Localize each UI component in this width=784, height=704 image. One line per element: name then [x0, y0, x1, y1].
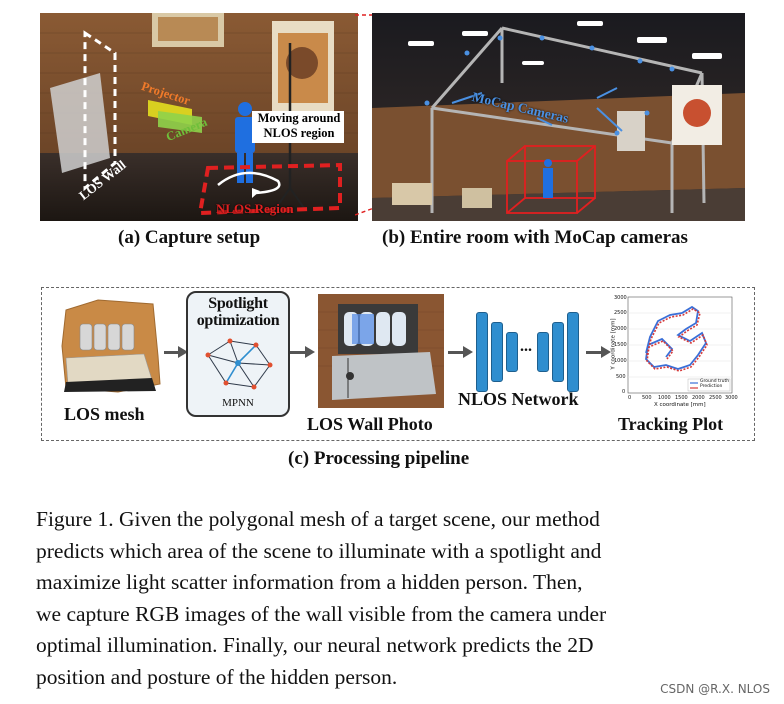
panel-b-caption: (b) Entire room with MoCap cameras: [382, 227, 688, 248]
caption-line: optimal illumination. Finally, our neura…: [36, 633, 594, 658]
nlos-network-diagram: ...: [476, 312, 580, 392]
network-layer: [506, 332, 518, 372]
mpnn-label: MPNN: [222, 397, 254, 409]
x-tick: 500: [642, 395, 652, 401]
arrow-spotlight-to-photo: [290, 346, 315, 358]
los-mesh-render: [61, 299, 161, 393]
y-tick: 2500: [614, 310, 627, 316]
x-tick: 1000: [658, 395, 671, 401]
x-tick: 3000: [725, 395, 738, 401]
network-layer: [552, 322, 564, 382]
arrow-photo-to-network: [448, 346, 473, 358]
moving-around-line2: NLOS region: [263, 126, 335, 140]
network-layer: [476, 312, 488, 392]
y-tick: 500: [616, 374, 626, 380]
x-tick: 2500: [709, 395, 722, 401]
caption-line: Figure 1. Given the polygonal mesh of a …: [36, 507, 600, 531]
arrow-mesh-to-spotlight: [164, 346, 188, 358]
network-ellipsis: ...: [520, 338, 532, 355]
arrow-network-to-plot: [586, 346, 611, 358]
capture-setup-photo: Projector Camera LOS Wall Moving around …: [40, 13, 358, 221]
caption-line: predicts which area of the scene to illu…: [36, 538, 602, 563]
nlos-region-label: NLOS Region: [216, 201, 294, 216]
spotlight-title: Spotlight optimization: [188, 295, 288, 329]
y-tick: 3000: [614, 295, 627, 301]
los-wall-photo: [318, 294, 444, 408]
los-wall-photo-label: LOS Wall Photo: [307, 414, 433, 434]
caption-line: position and posture of the hidden perso…: [36, 664, 398, 689]
tracking-plot-svg: [627, 296, 733, 394]
caption-line: maximize light scatter information from …: [36, 570, 583, 595]
panel-a-caption: (a) Capture setup: [118, 227, 261, 248]
moving-around-line1: Moving around: [257, 111, 341, 125]
moving-around-label: Moving around NLOS region: [254, 111, 344, 141]
watermark: CSDN @R.X. NLOS: [660, 682, 770, 696]
panel-c-caption: (c) Processing pipeline: [288, 448, 470, 469]
legend-prediction: Prediction: [700, 384, 723, 389]
y-tick: 1500: [614, 342, 627, 348]
spotlight-optimization-box: Spotlight optimization MPNN: [186, 291, 290, 417]
figure-caption: Figure 1. Given the polygonal mesh of a …: [36, 504, 752, 694]
capture-setup-illustration: [40, 13, 358, 221]
spotlight-line2: optimization: [196, 312, 280, 329]
caption-line: we capture RGB images of the wall visibl…: [36, 601, 607, 626]
y-tick: 1000: [614, 358, 627, 364]
x-tick: 0: [628, 395, 632, 401]
x-axis-label: X coordinate [mm]: [654, 402, 706, 408]
network-layer: [537, 332, 549, 372]
mocap-room-illustration: [372, 13, 745, 221]
tracking-plot: Ground truth Prediction 3000 2500 2000 1…: [606, 293, 746, 417]
x-tick: 1500: [675, 395, 688, 401]
y-axis-label: Y coordinate [mm]: [610, 318, 617, 370]
tracking-plot-label: Tracking Plot: [618, 414, 724, 434]
mocap-room-photo: MoCap Cameras: [372, 13, 745, 221]
network-layer: [567, 312, 579, 392]
los-mesh-label: LOS mesh: [64, 404, 145, 424]
mpnn-graph: [205, 338, 273, 390]
legend-ground-truth: Ground truth: [700, 379, 730, 384]
nlos-network-label: NLOS Network: [458, 389, 579, 409]
y-tick: 0: [622, 389, 626, 395]
y-tick: 2000: [614, 326, 627, 332]
x-tick: 2000: [692, 395, 705, 401]
network-layer: [491, 322, 503, 382]
spotlight-line1: Spotlight: [208, 295, 268, 312]
pipeline-frame: [41, 287, 755, 441]
